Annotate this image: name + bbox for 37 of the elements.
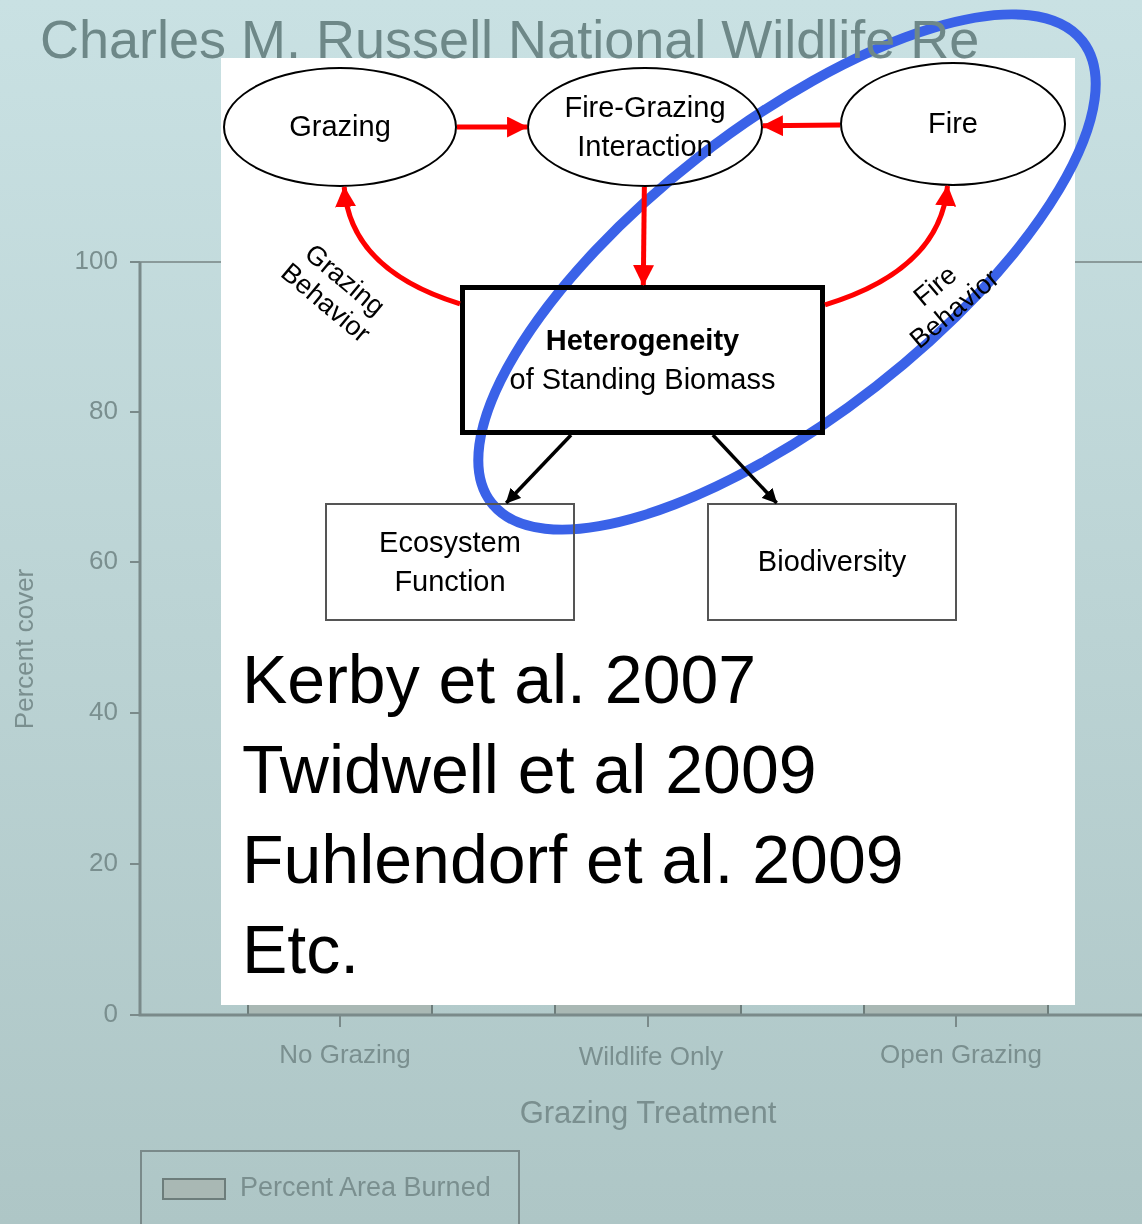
outcome-box: [707, 503, 957, 621]
node-label: Ecosystem Function: [378, 524, 522, 599]
arrow: [336, 185, 461, 307]
axis-tick-label: 100: [73, 246, 118, 276]
category-label: No Grazing: [278, 1040, 412, 1070]
node-heading: Heterogeneity: [544, 322, 741, 358]
arrow: [457, 116, 529, 138]
category-label: Wildlife Only: [577, 1042, 725, 1072]
central-box: [460, 285, 825, 435]
node-label: Fire-Grazing Interaction: [563, 89, 727, 164]
concept-ellipse: [840, 62, 1066, 186]
outcome-box: [325, 503, 575, 621]
citation-text: Twidwell et al 2009: [242, 730, 818, 809]
citation-text: Kerby et al. 2007: [242, 640, 758, 719]
node-label: Fire: [927, 106, 979, 142]
category-label: Open Grazing: [879, 1040, 1043, 1070]
citation-text: Etc.: [242, 910, 361, 989]
arrow: [633, 186, 654, 287]
axis-tick-label: 80: [88, 396, 118, 426]
concept-ellipse: [223, 67, 457, 187]
axis-tick-label: 40: [88, 697, 118, 727]
axis-tick-label: 0: [102, 999, 118, 1029]
node-label: Biodiversity: [756, 544, 908, 580]
node-label: Grazing: [288, 109, 392, 145]
citation-text: Fuhlendorf et al. 2009: [242, 820, 905, 899]
arrow: [504, 433, 573, 505]
arrow: [711, 433, 778, 505]
axis-tick-label: 60: [88, 546, 118, 576]
slide-title: Charles M. Russell National Wildlife Re: [40, 8, 980, 70]
axis-title: Percent cover: [10, 567, 40, 732]
legend-label: Percent Area Burned: [240, 1172, 491, 1203]
arrow: [824, 184, 955, 308]
node-label: of Standing Biomass: [508, 362, 777, 397]
axis-title: Grazing Treatment: [518, 1095, 778, 1131]
arrow: [761, 115, 841, 137]
concept-ellipse: [527, 67, 763, 187]
axis-tick-label: 20: [88, 848, 118, 878]
